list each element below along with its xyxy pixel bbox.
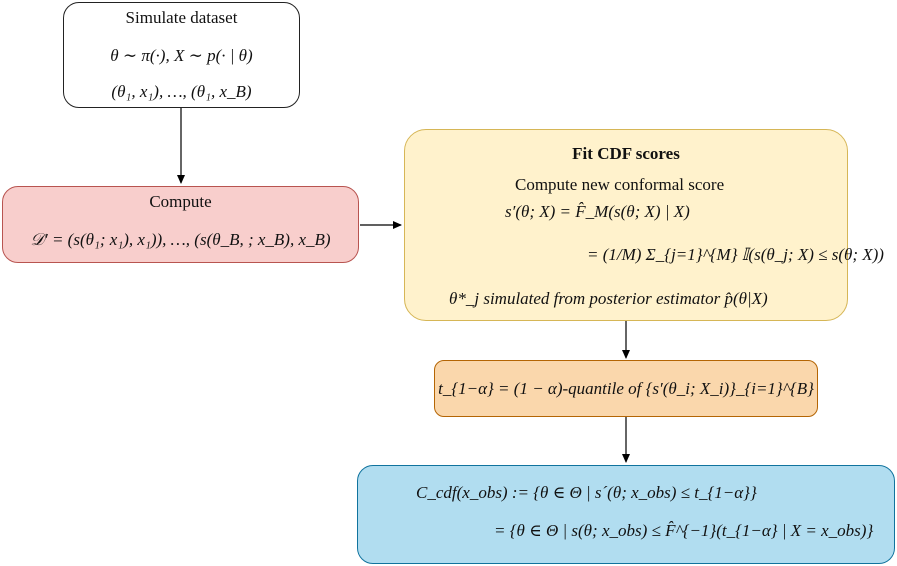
fit-cdf-scores-box: Fit CDF scores Compute new conformal sco… (404, 129, 884, 321)
region-equivalent: = {θ ∈ Θ | s(θ; x_obs) ≤ F̂^{−1}(t_{1−α}… (494, 521, 874, 540)
compute-box: Compute 𝒟′ = (s(θ₁; x₁), x₁)), …, (s(θ_B… (2, 186, 359, 263)
simulate-pairs-line: (θ₁, x₁), …, (θ₁, x_B) (111, 82, 252, 101)
fit-score-definition: s′(θ; X) = F̂_M(s(θ; X) | X) (505, 202, 690, 221)
fit-score-sum: = (1/M) Σ_{j=1}^{M} 𝕀(s(θ_j; X) ≤ s(θ; X… (587, 245, 884, 264)
fit-subtitle: Compute new conformal score (515, 175, 725, 194)
quantile-formula: t_{1−α} = (1 − α)-quantile of {s′(θ_i; X… (438, 379, 814, 398)
quantile-box: t_{1−α} = (1 − α)-quantile of {s′(θ_i; X… (434, 360, 818, 417)
simulate-title: Simulate dataset (125, 8, 238, 27)
compute-formula: 𝒟′ = (s(θ₁; x₁), x₁)), …, (s(θ_B, ; x_B)… (30, 230, 331, 249)
simulate-prior-line: θ ∼ π(·), X ∼ p(· | θ) (110, 46, 253, 65)
compute-title: Compute (149, 192, 212, 211)
region-definition: C_cdf(x_obs) := {θ ∈ Θ | s´(θ; x_obs) ≤ … (416, 483, 757, 502)
confidence-region-box: C_cdf(x_obs) := {θ ∈ Θ | s´(θ; x_obs) ≤ … (357, 465, 895, 564)
fit-title: Fit CDF scores (572, 144, 680, 163)
fit-posterior-note: θ*_j simulated from posterior estimator … (449, 289, 768, 308)
simulate-dataset-box: Simulate dataset θ ∼ π(·), X ∼ p(· | θ) … (63, 2, 300, 108)
